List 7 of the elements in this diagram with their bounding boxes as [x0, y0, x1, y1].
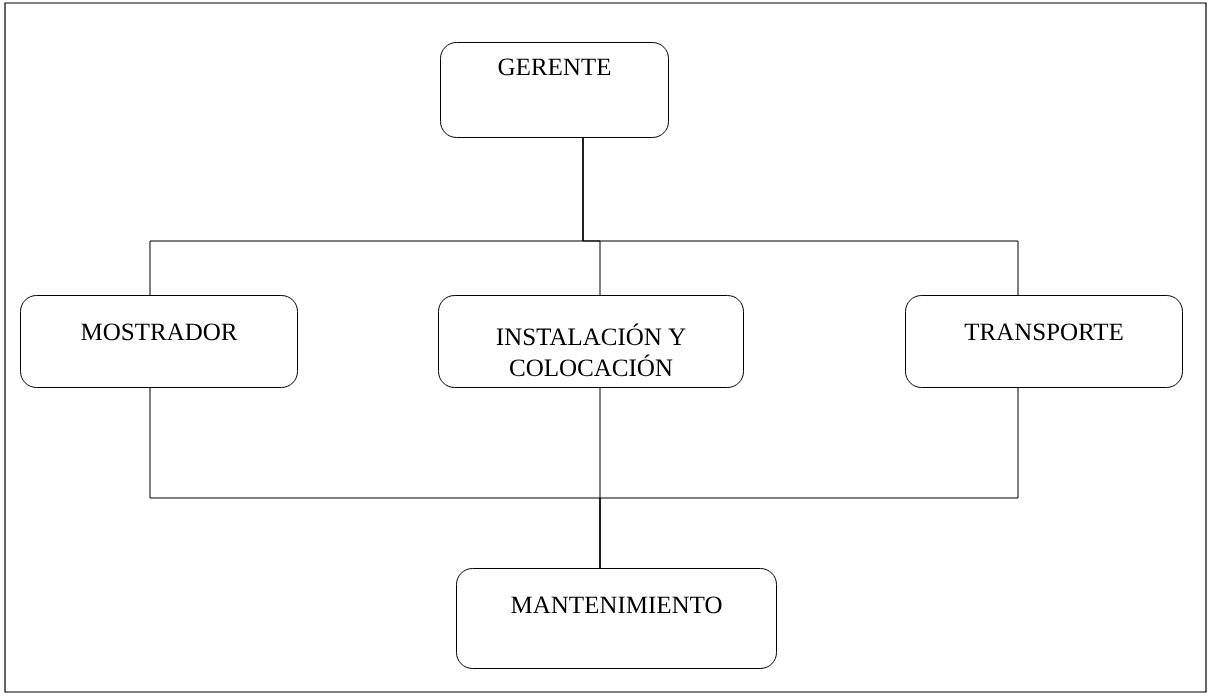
- org-box: MANTENIMIENTO: [456, 568, 777, 669]
- connector-line: [582, 137, 1019, 296]
- org-box: INSTALACIÓN Y COLOCACIÓN: [438, 295, 744, 388]
- connector-line: [599, 387, 1019, 569]
- org-box: GERENTE: [440, 42, 669, 138]
- org-box: MOSTRADOR: [20, 295, 298, 388]
- org-box: TRANSPORTE: [905, 295, 1183, 388]
